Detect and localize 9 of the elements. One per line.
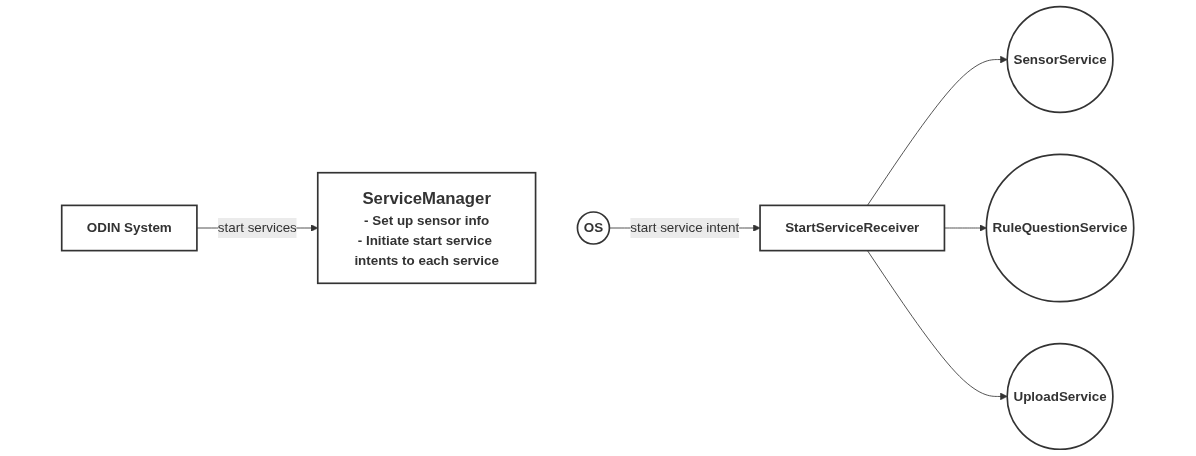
node-box: ServiceManager - Set up sensor info - Initiate start service intents to each service xyxy=(317,171,537,285)
node-circle: SensorService xyxy=(1006,5,1114,114)
edge-label: start services xyxy=(218,220,298,235)
edge-label: start service intent xyxy=(630,220,740,235)
node-circle: UploadService xyxy=(1006,342,1114,451)
node-circle: OS xyxy=(576,211,611,245)
node-box: ODIN System xyxy=(61,204,198,252)
node-box: StartServiceReceiver xyxy=(759,204,946,252)
node-circle: RuleQuestionService xyxy=(985,153,1135,303)
